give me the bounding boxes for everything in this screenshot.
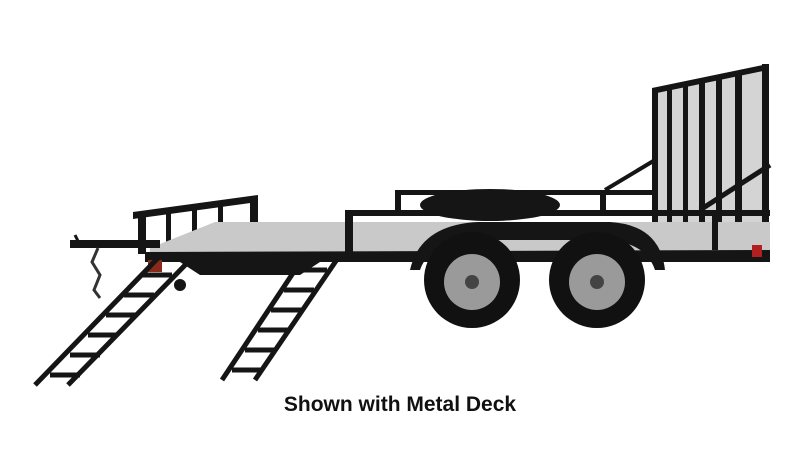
image-caption: Shown with Metal Deck bbox=[283, 393, 517, 416]
wheel-rear bbox=[549, 232, 645, 328]
wheel-front bbox=[424, 232, 520, 328]
ramp-right bbox=[219, 253, 343, 382]
ramp-left bbox=[33, 256, 194, 387]
rear-gate bbox=[603, 64, 772, 250]
